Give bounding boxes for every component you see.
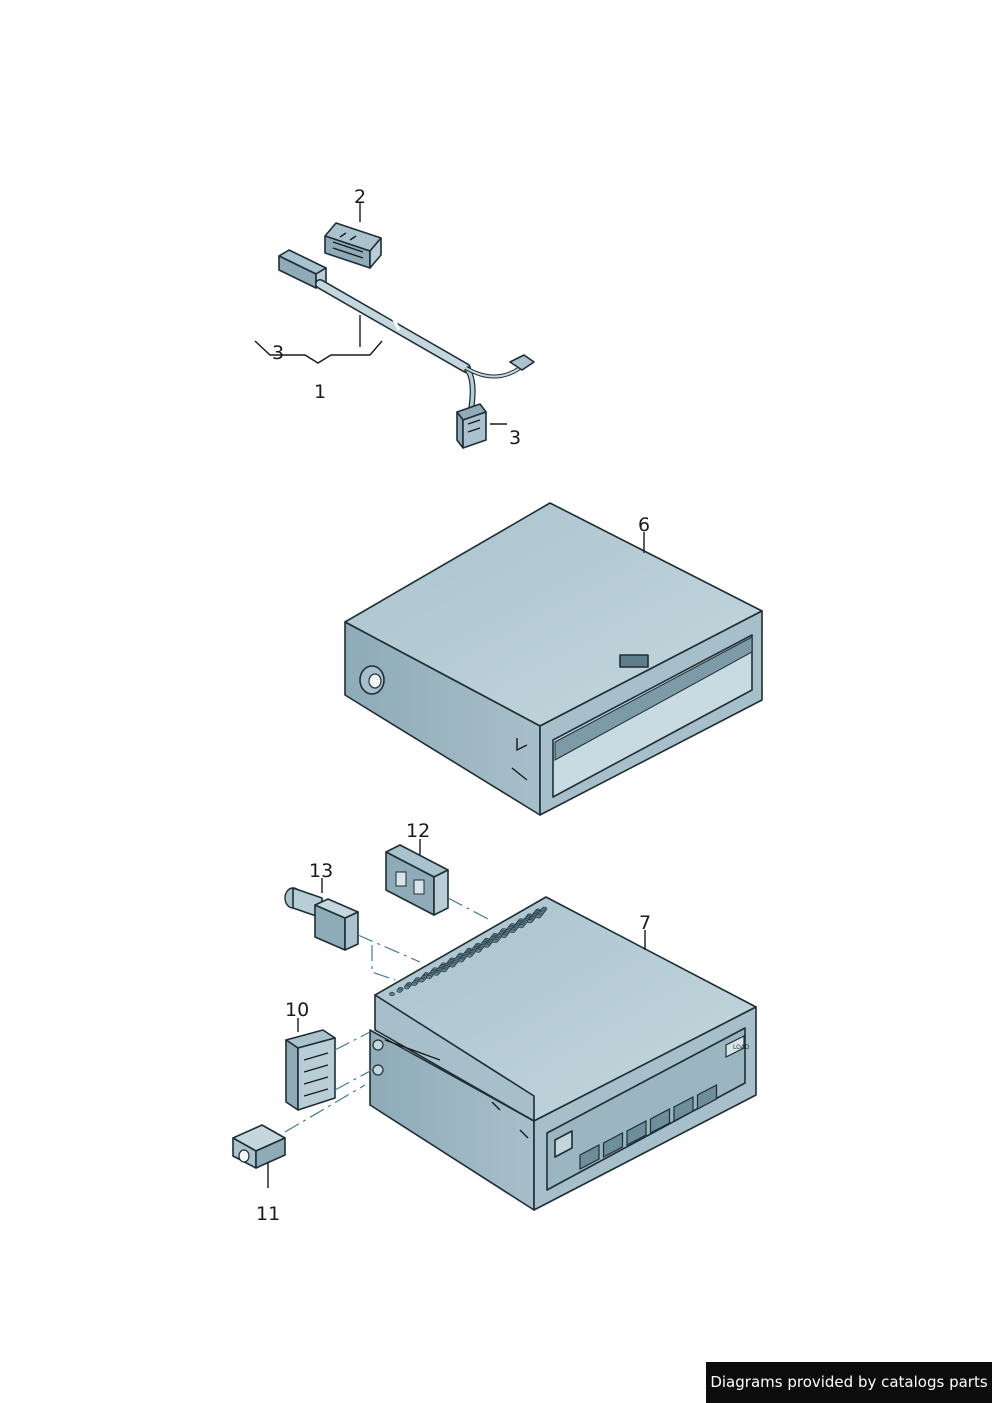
preset-button	[673, 1096, 694, 1122]
callout-10: 10	[285, 999, 309, 1021]
vent-hole	[426, 974, 432, 980]
vent-hole	[526, 919, 533, 924]
callout-13: 13	[309, 860, 333, 882]
vent-hole	[518, 923, 525, 929]
callout-7: 7	[639, 912, 651, 934]
vent-hole	[449, 963, 456, 968]
callout-6: 6	[638, 514, 650, 536]
installation-leaders	[284, 897, 491, 1133]
vent-hole	[433, 971, 440, 976]
callout-leaders	[254, 203, 646, 1188]
callout-3-right: 3	[509, 427, 521, 449]
vent-grille	[389, 906, 548, 997]
vent-hole	[389, 991, 395, 997]
part-6-storage-compartment	[344, 502, 763, 816]
preset-button	[626, 1120, 647, 1146]
callout-labels: 2 3 1 3 6 12 13 7 10 11	[256, 186, 651, 1225]
vent-hole	[418, 978, 425, 983]
vent-hole	[440, 968, 447, 973]
part-7-media-unit: LOAD	[369, 896, 757, 1211]
watermark-banner: Diagrams provided by catalogs parts	[706, 1362, 992, 1403]
preset-button	[579, 1144, 600, 1170]
vent-hole	[509, 928, 516, 934]
part-12-connector	[385, 844, 449, 916]
vent-hole	[501, 933, 507, 939]
part-11-plug	[232, 1124, 286, 1169]
preset-button	[649, 1108, 671, 1134]
vent-hole	[411, 981, 418, 986]
callout-11: 11	[256, 1203, 280, 1225]
vent-hole	[458, 958, 464, 963]
vent-hole	[492, 938, 499, 943]
vent-hole	[535, 914, 542, 919]
part-2-connector-housing	[324, 222, 382, 269]
callout-12: 12	[406, 820, 430, 842]
callout-1: 1	[314, 381, 326, 403]
load-button-label: LOAD	[733, 1044, 750, 1051]
preset-buttons	[579, 1084, 718, 1170]
part-10-connector	[285, 1029, 336, 1111]
callout-2: 2	[354, 186, 366, 208]
vent-hole	[403, 985, 410, 990]
vent-hole	[475, 948, 482, 953]
callout-3-left: 3	[272, 342, 284, 364]
vent-hole	[396, 988, 403, 993]
vent-hole	[483, 943, 490, 948]
vent-hole	[466, 953, 473, 958]
preset-button	[696, 1084, 718, 1110]
part-13-plug	[284, 887, 359, 951]
preset-button	[602, 1132, 624, 1158]
part-1-wiring-harness	[278, 249, 535, 449]
